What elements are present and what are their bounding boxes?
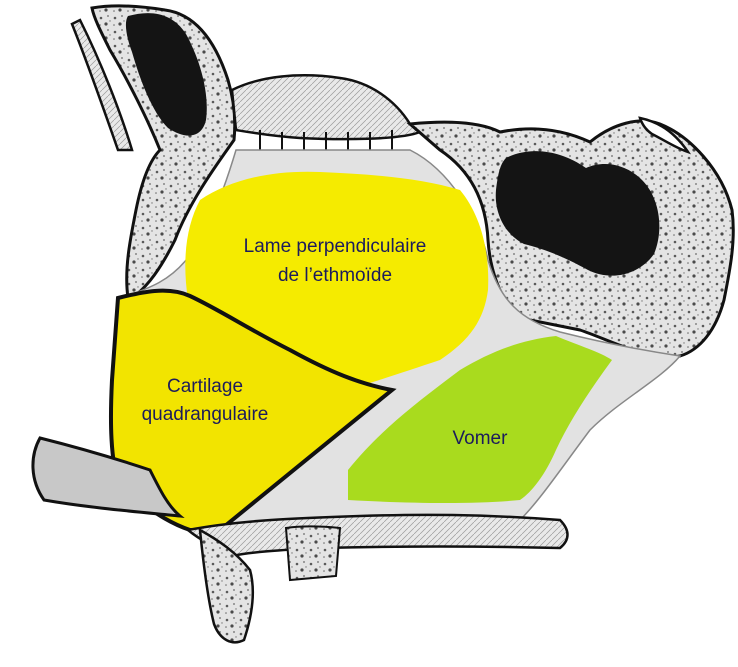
label-cartilage-line2: quadrangulaire	[142, 404, 269, 425]
label-ethmoid-line1: Lame perpendiculaire	[244, 236, 427, 257]
maxillary-crest	[188, 515, 568, 556]
label-ethmoid-line2: de l’ethmoïde	[278, 265, 392, 286]
cribriform-plate	[232, 75, 420, 139]
label-cartilage-line1: Cartilage	[167, 376, 243, 397]
premaxilla-block	[286, 527, 340, 581]
label-vomer: Vomer	[453, 428, 509, 449]
